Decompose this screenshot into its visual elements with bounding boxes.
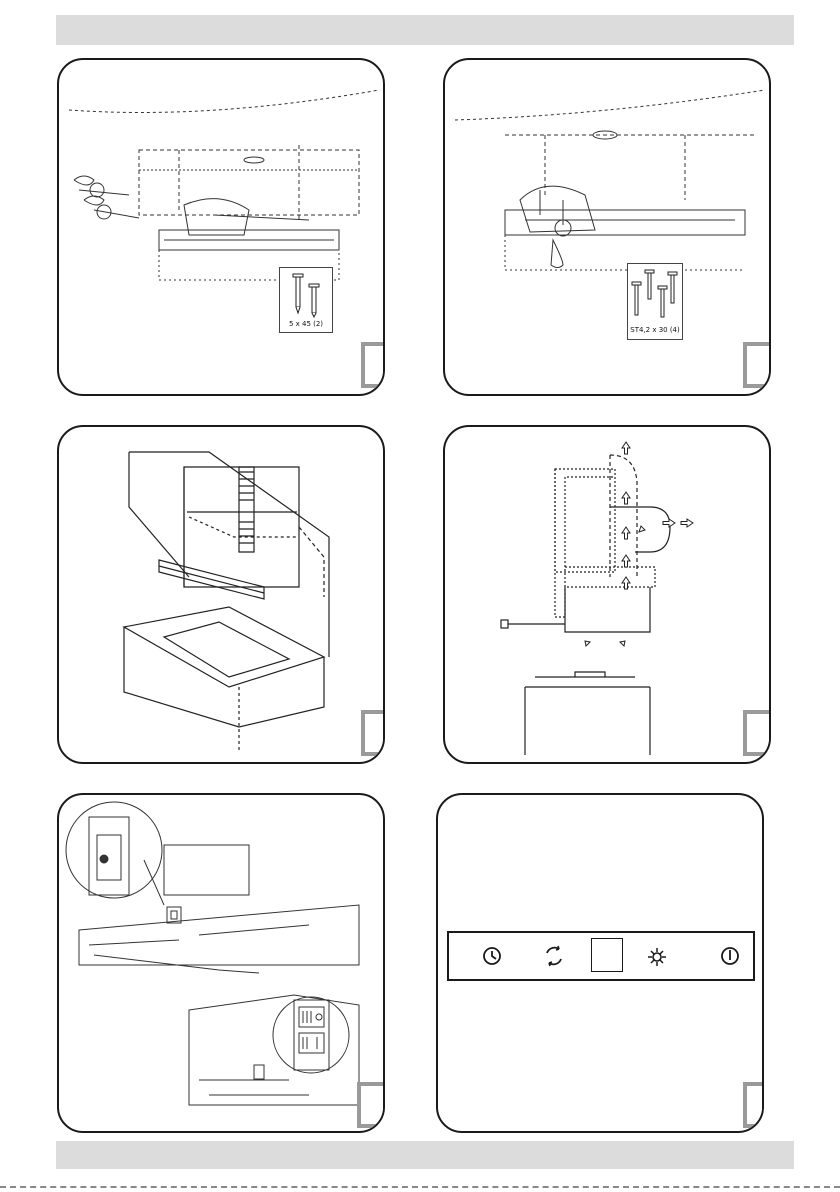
mounting-illustration <box>59 60 385 396</box>
fan-speed-button[interactable] <box>539 941 569 971</box>
step-number-box <box>743 1082 764 1128</box>
fixing-illustration <box>445 60 771 396</box>
header-bar <box>56 15 794 45</box>
control-panel-strip <box>447 931 755 981</box>
screw-icon <box>628 264 682 324</box>
panel-duct-installation <box>57 425 385 764</box>
screw-spec-label: ST4,2 x 30 (4) <box>628 326 682 334</box>
display-square <box>591 938 623 972</box>
timer-button[interactable] <box>477 941 507 971</box>
switch-illustration <box>59 795 385 1133</box>
panel-fixing-screws: ST4,2 x 30 (4) <box>443 58 771 396</box>
step-number-box <box>361 342 385 388</box>
step-number-box <box>361 710 385 756</box>
screw-spec-box: 5 x 45 (2) <box>279 267 333 333</box>
airflow-illustration <box>445 427 771 764</box>
clock-icon <box>477 941 507 971</box>
light-icon <box>642 941 672 971</box>
screw-spec-box: ST4,2 x 30 (4) <box>627 263 683 340</box>
step-number-box <box>743 342 771 388</box>
panel-switches <box>57 793 385 1133</box>
power-icon <box>715 941 745 971</box>
footer-bar <box>56 1141 794 1169</box>
light-button[interactable] <box>642 941 672 971</box>
fan-speed-icon <box>539 941 569 971</box>
power-button[interactable] <box>715 941 745 971</box>
duct-illustration <box>59 427 385 764</box>
screw-spec-label: 5 x 45 (2) <box>280 320 332 328</box>
page-cut-line <box>0 1186 840 1188</box>
step-number-box <box>743 710 771 756</box>
step-number-box <box>357 1082 385 1128</box>
panel-airflow <box>443 425 771 764</box>
screw-icon <box>280 268 332 318</box>
panel-controls <box>436 793 764 1133</box>
panel-mounting-screws: 5 x 45 (2) <box>57 58 385 396</box>
